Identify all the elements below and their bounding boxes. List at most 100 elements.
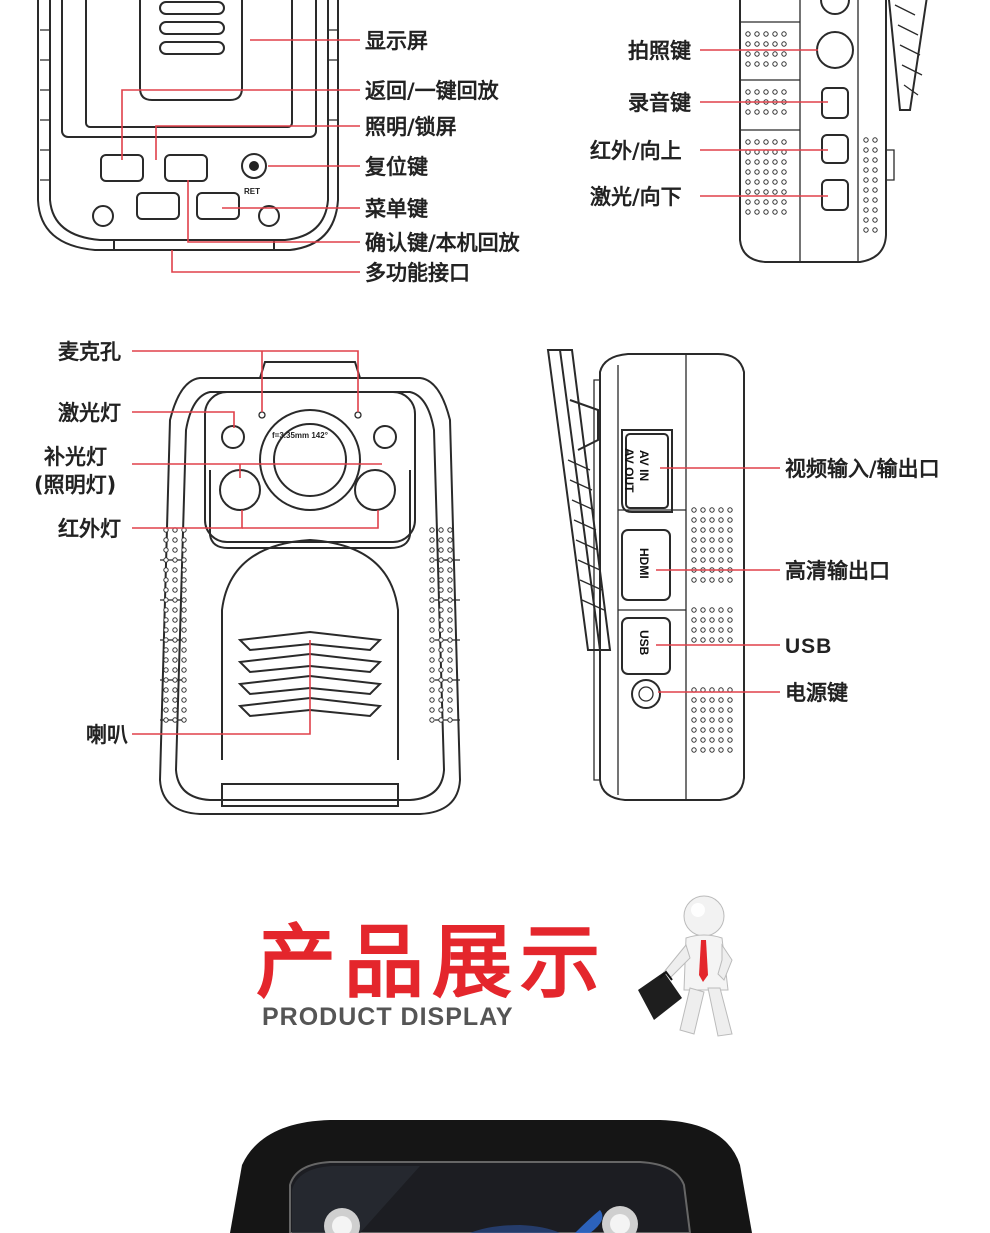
grip-dot [863,217,869,223]
grip-dot [181,687,187,693]
grip-dot [781,31,787,37]
grip-dot [745,31,751,37]
grip-dot [172,687,178,693]
grip-dot [700,707,706,713]
grip-dot [181,607,187,613]
grip-dot [727,527,733,533]
grip-dot [447,707,453,713]
grip-dot [438,547,444,553]
grip-dot [763,139,769,145]
grip-dot [172,597,178,603]
grip-dot [172,677,178,683]
reset-button [241,153,267,179]
grip-dot [709,627,715,633]
grip-dot [781,159,787,165]
grip-dot [447,667,453,673]
grip-dot [781,169,787,175]
ports-labels: 视频输入/输出口 高清输出口 USB 电源键 [785,457,940,705]
lens-marking: f=3.35mm 142° [272,431,328,440]
grip-dot [781,51,787,57]
grip-dot [172,577,178,583]
grip-dot [727,557,733,563]
label-laser-down: 激光/向下 [590,185,682,209]
grip-dot [863,177,869,183]
grip-dot [429,687,435,693]
grip-dot [429,587,435,593]
grip-dot [181,617,187,623]
grip-dot [438,717,444,723]
businessman-figure-icon [638,895,733,1037]
grip-dot [872,217,878,223]
side-top-labels: 拍照键 录音键 红外/向上 激光/向下 [590,39,691,209]
section-title: 产品展示 PRODUCT DISPLAY [256,916,600,1031]
label-av: 视频输入/输出口 [785,457,940,481]
grip-dot [709,617,715,623]
grip-dot [429,637,435,643]
grip-dot [172,537,178,543]
grip-dot [181,557,187,563]
grip-dot [447,717,453,723]
grip-dot [727,697,733,703]
mic-hole-left [258,411,266,419]
grip-dot [863,227,869,233]
front-view-top: RET [37,0,339,251]
mic-hole-right [354,411,362,419]
grip-dot [745,109,751,115]
grip-dot [709,527,715,533]
label-fill-light: 补光灯 [43,445,107,469]
grip-dot [709,727,715,733]
grip-dot [718,557,724,563]
grip-dot [438,587,444,593]
hdmi-marking: HDMI [637,548,651,579]
grip-dot [447,597,453,603]
grip-dot [772,159,778,165]
grip-dot [429,607,435,613]
grip-dot [181,717,187,723]
grip-dot [727,537,733,543]
grip-dot [781,199,787,205]
grip-dot [163,707,169,713]
grip-dot [754,61,760,67]
grip-dot [700,637,706,643]
grip-dot [172,657,178,663]
grip-dot [700,577,706,583]
grip-dot [727,717,733,723]
grip-dot [181,587,187,593]
grip-dot [781,179,787,185]
grip-dot [763,109,769,115]
grip-dot [172,547,178,553]
side-top-leaders [700,49,828,197]
grip-dot [447,587,453,593]
grip-dot [700,737,706,743]
grip-dot [691,517,697,523]
fill-light-right [354,469,396,511]
grip-dot [172,587,178,593]
grip-dot [691,737,697,743]
grip-dot [718,517,724,523]
grip-dot [709,637,715,643]
grip-dot [727,747,733,753]
grip-dot [863,207,869,213]
grip-dot [709,737,715,743]
grip-dot [727,547,733,553]
grip-dot [872,177,878,183]
grip-dot [727,517,733,523]
grip-dot [438,567,444,573]
grip-dot [163,697,169,703]
grip-dot [181,707,187,713]
grip-dot [754,179,760,185]
grip-dot [718,747,724,753]
label-ir-up: 红外/向上 [590,139,682,163]
grip-dot [718,547,724,553]
grip-dot [754,41,760,47]
label-laser-lamp: 激光灯 [58,401,121,425]
briefcase-icon [638,972,682,1020]
side-view-top [739,0,928,263]
grip-dot [863,187,869,193]
grip-dot [700,727,706,733]
power-button [631,679,661,709]
grip-dot [772,61,778,67]
grip-dot [691,527,697,533]
lens-labels: 麦克孔 激光灯 补光灯 (照明灯) 红外灯 喇叭 [34,340,128,747]
grip-dot [163,587,169,593]
